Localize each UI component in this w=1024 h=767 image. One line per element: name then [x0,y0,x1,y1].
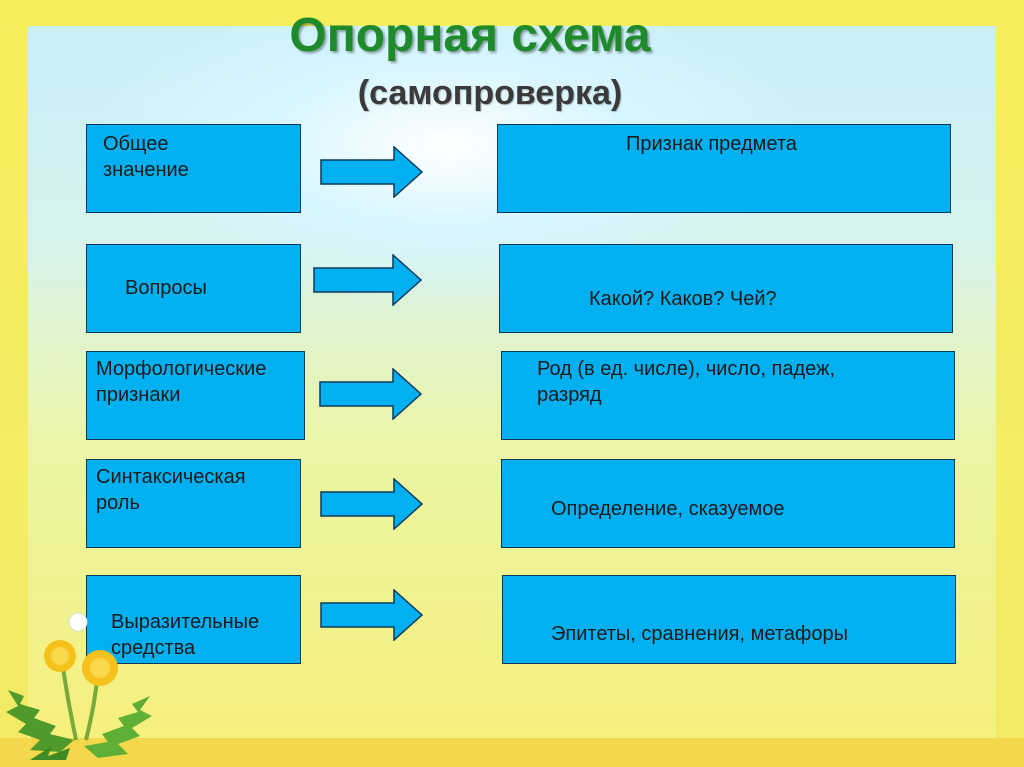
right-box-label: Определение, сказуемое [551,498,785,520]
arrow-right-icon [320,589,424,641]
left-box-label: Общее значение [103,133,189,181]
left-box-label: Морфологические признаки [96,358,267,406]
arrow-right-icon [320,478,424,530]
right-box-syntax-role: Определение, сказуемое [501,459,955,548]
right-box-label: Признак предмета [626,133,797,155]
left-box-label: Вопросы [125,277,207,299]
left-box-label: Синтаксическая роль [96,466,246,514]
left-box-label: Выразительные средства [111,611,260,659]
right-box-morphology: Род (в ед. числе), число, падеж, разряд [501,351,955,440]
arrow-right-icon [320,146,424,198]
left-box-general-meaning: Общее значение [86,124,301,213]
left-box-questions: Вопросы [86,244,301,333]
right-box-label: Какой? Каков? Чей? [589,288,777,310]
right-box-label: Эпитеты, сравнения, метафоры [551,623,848,645]
left-box-morphology: Морфологические признаки [86,351,305,440]
left-box-syntax-role: Синтаксическая роль [86,459,301,548]
right-box-expressive-means: Эпитеты, сравнения, метафоры [502,575,956,664]
right-box-general-meaning: Признак предмета [497,124,951,213]
left-box-expressive-means: Выразительные средства [86,575,301,664]
arrow-right-icon [313,254,423,306]
right-box-questions: Какой? Каков? Чей? [499,244,953,333]
right-box-label: Род (в ед. числе), число, падеж, разряд [537,358,836,406]
arrow-right-icon [319,368,423,420]
dandelion-icon [6,612,152,760]
slide-subtitle: (самопроверка) [357,74,623,112]
bottom-band [0,738,1024,767]
slide-title: Опорная схема [289,9,651,62]
